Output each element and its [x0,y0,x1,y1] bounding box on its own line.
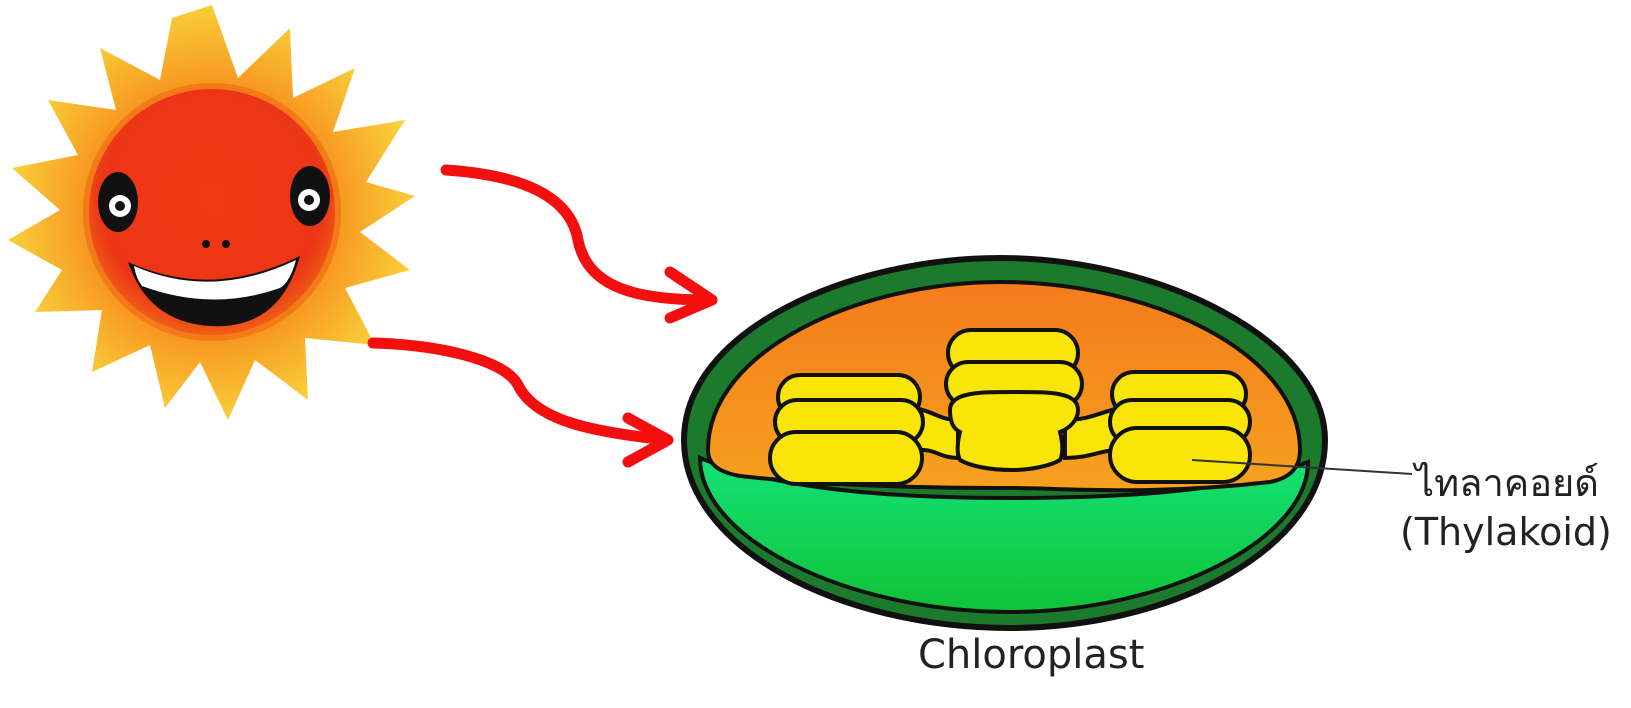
sun-icon [8,5,415,420]
thylakoid-thai-label: ไทลาคอยด์ [1415,452,1599,513]
left-eye [98,172,138,232]
chloroplast-label: Chloroplast [918,632,1144,678]
granum-right [1110,372,1250,482]
curved-arrow-icon-upper [446,170,712,318]
granum-middle [946,330,1082,470]
chloroplast [684,258,1412,628]
granum-left [770,375,923,484]
right-eye [290,166,330,226]
curved-arrow-icon-lower [373,343,668,462]
thylakoid-english-label: (Thylakoid) [1400,510,1612,554]
